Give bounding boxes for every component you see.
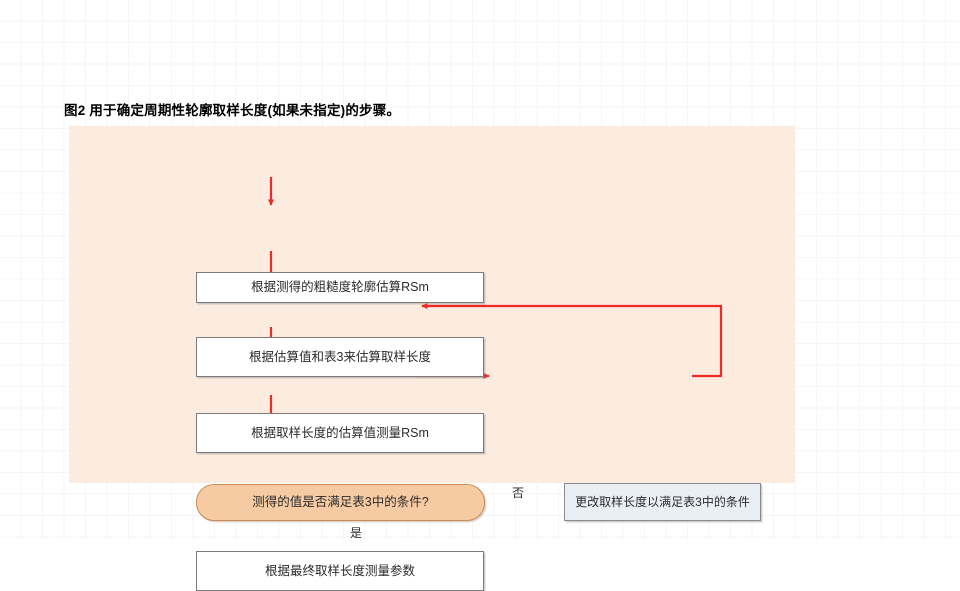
figure-panel: 根据测得的粗糙度轮廓估算RSm 根据估算值和表3来估算取样长度 根据取样长度的估… [69,126,795,591]
page-title: 图2 用于确定周期性轮廓取样长度(如果未指定)的步骤。 [64,103,401,118]
flow-node-decision-condition[interactable]: 测得的值是否满足表3中的条件? [196,484,485,521]
flow-node-label: 根据取样长度的估算值测量RSm [251,425,429,440]
flow-node-measure-rsm[interactable]: 根据取样长度的估算值测量RSm [196,413,484,453]
flow-node-estimate-rsm[interactable]: 根据测得的粗糙度轮廓估算RSm [196,272,484,303]
edge-label-no: 否 [512,486,525,500]
flow-node-estimate-sampling-length[interactable]: 根据估算值和表3来估算取样长度 [196,337,484,377]
flow-node-label: 测得的值是否满足表3中的条件? [252,495,429,509]
flow-node-label: 根据估算值和表3来估算取样长度 [249,349,431,364]
flow-node-label: 更改取样长度以满足表3中的条件 [575,494,750,509]
flow-node-label: 根据测得的粗糙度轮廓估算RSm [251,280,429,294]
edge-label-yes: 是 [350,526,363,540]
flow-node-change-sampling-length[interactable]: 更改取样长度以满足表3中的条件 [564,483,761,521]
flow-node-label: 根据最终取样长度测量参数 [264,563,415,578]
flow-node-measure-parameters[interactable]: 根据最终取样长度测量参数 [196,551,484,591]
